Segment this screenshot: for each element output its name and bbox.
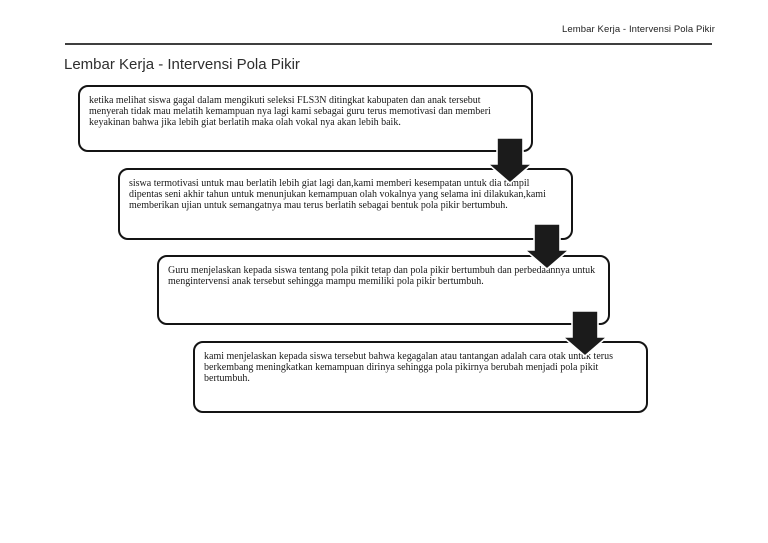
flow-step-2-text: siswa termotivasi untuk mau berlatih leb… [129, 178, 546, 212]
flow-step-1-text: ketika melihat siswa gagal dalam mengiku… [89, 95, 491, 129]
page-title: Lembar Kerja - Intervensi Pola Pikir [64, 56, 300, 73]
flow-step-2: siswa termotivasi untuk mau berlatih leb… [118, 168, 573, 240]
flow-step-3: Guru menjelaskan kepada siswa tentang po… [157, 255, 610, 325]
flow-step-3-text: Guru menjelaskan kepada siswa tentang po… [168, 265, 596, 288]
down-arrow-icon [487, 137, 533, 184]
down-arrow-icon [524, 223, 570, 270]
flow-step-4: kami menjelaskan kepada siswa tersebut b… [193, 341, 648, 413]
down-arrow-icon [562, 310, 608, 357]
running-header-title: Lembar Kerja - Intervensi Pola Pikir [561, 24, 715, 35]
header-rule [65, 43, 712, 45]
flow-step-4-text: kami menjelaskan kepada siswa tersebut b… [204, 351, 613, 385]
flow-step-1: ketika melihat siswa gagal dalam mengiku… [78, 85, 533, 152]
